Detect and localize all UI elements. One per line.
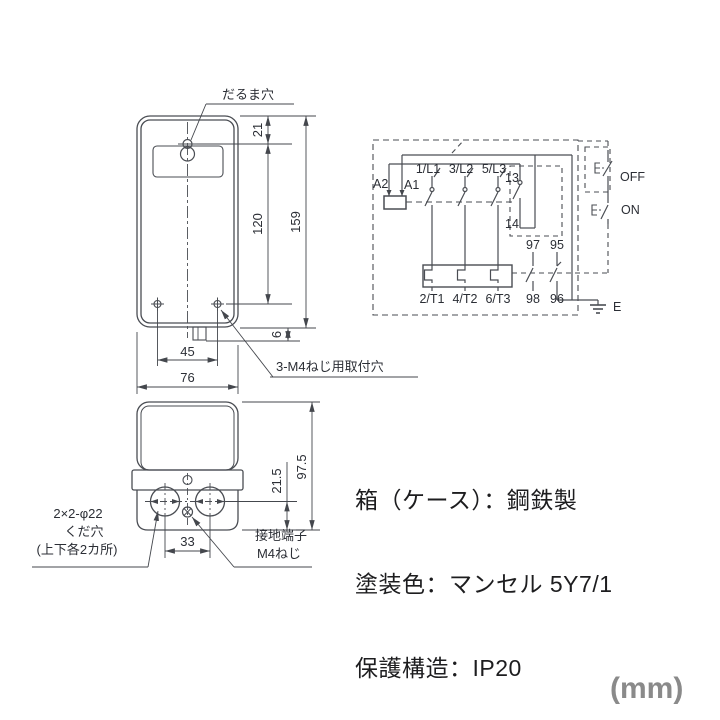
mount-hole-label: 3-M4ねじ用取付穴: [276, 359, 384, 374]
dim-33: 33: [180, 534, 194, 549]
thermal-relay: [422, 264, 513, 291]
pushbuttons: [591, 150, 613, 224]
terminal-l2: 3/L2: [449, 162, 473, 176]
knockout-label-2: くだ穴: [64, 524, 103, 539]
terminal-98: 98: [526, 292, 540, 306]
terminal-a2: A2: [373, 177, 388, 191]
earth-symbol: [590, 300, 606, 314]
unit-label: (mm): [610, 672, 684, 705]
ground-label-2: M4ねじ: [257, 546, 301, 561]
main-contacts: [424, 167, 507, 267]
terminal-97: 97: [526, 238, 540, 252]
knockout-label-1: 2×2-φ22: [53, 506, 102, 521]
terminal-l1: 1/L1: [416, 162, 440, 176]
circuit-diagram: [372, 139, 613, 316]
terminal-t1: 2/T1: [419, 292, 444, 306]
off-button-label: OFF: [620, 170, 645, 184]
terminal-t3: 6/T3: [485, 292, 510, 306]
front-view-dimensions: [136, 103, 418, 394]
terminal-96: 96: [550, 292, 564, 306]
front-view-labels: だるま穴 3-M4ねじ用取付穴 21 120 159 6 45 76: [180, 87, 383, 385]
terminal-95: 95: [550, 238, 564, 252]
earth-label: E: [613, 300, 621, 314]
dim-97-5: 97.5: [294, 454, 309, 479]
on-button-label: ON: [621, 203, 640, 217]
bottom-view-labels: 33 21.5 97.5 2×2-φ22 くだ穴 (上下各2カ所) 接地端子 M…: [37, 454, 309, 561]
dim-159: 159: [288, 211, 303, 233]
daruma-hole-label: だるま穴: [222, 87, 274, 102]
terminal-t2: 4/T2: [452, 292, 477, 306]
aux-contact: [512, 155, 536, 229]
dim-76: 76: [180, 370, 194, 385]
dim-45: 45: [180, 344, 194, 359]
bottom-view-dimensions: [32, 401, 320, 568]
terminal-13: 13: [505, 171, 519, 185]
terminal-l3: 5/L3: [482, 162, 506, 176]
dim-21: 21: [250, 123, 265, 137]
spec-case: 箱（ケース）：鋼鉄製: [355, 487, 578, 513]
spec-protection: 保護構造：IP20: [355, 655, 522, 681]
knockout-label-3: (上下各2カ所): [37, 542, 118, 557]
ground-label-1: 接地端子: [255, 528, 307, 543]
dim-21-5: 21.5: [269, 468, 284, 493]
spec-paint: 塗装色：マンセル 5Y7/1: [355, 571, 613, 597]
terminal-a1: A1: [404, 178, 419, 192]
dim-6: 6: [269, 331, 284, 338]
spec-text-block: 箱（ケース）：鋼鉄製 塗装色：マンセル 5Y7/1 保護構造：IP20: [355, 430, 613, 710]
front-view: [136, 115, 239, 341]
relay-aux-contacts: [525, 252, 598, 301]
circuit-labels: A2 A1 1/L1 3/L2 5/L3 13 14 97 95 2/T1 4/…: [373, 162, 645, 314]
dim-120: 120: [250, 213, 265, 235]
terminal-14: 14: [505, 217, 519, 231]
bottom-view: [131, 401, 244, 531]
